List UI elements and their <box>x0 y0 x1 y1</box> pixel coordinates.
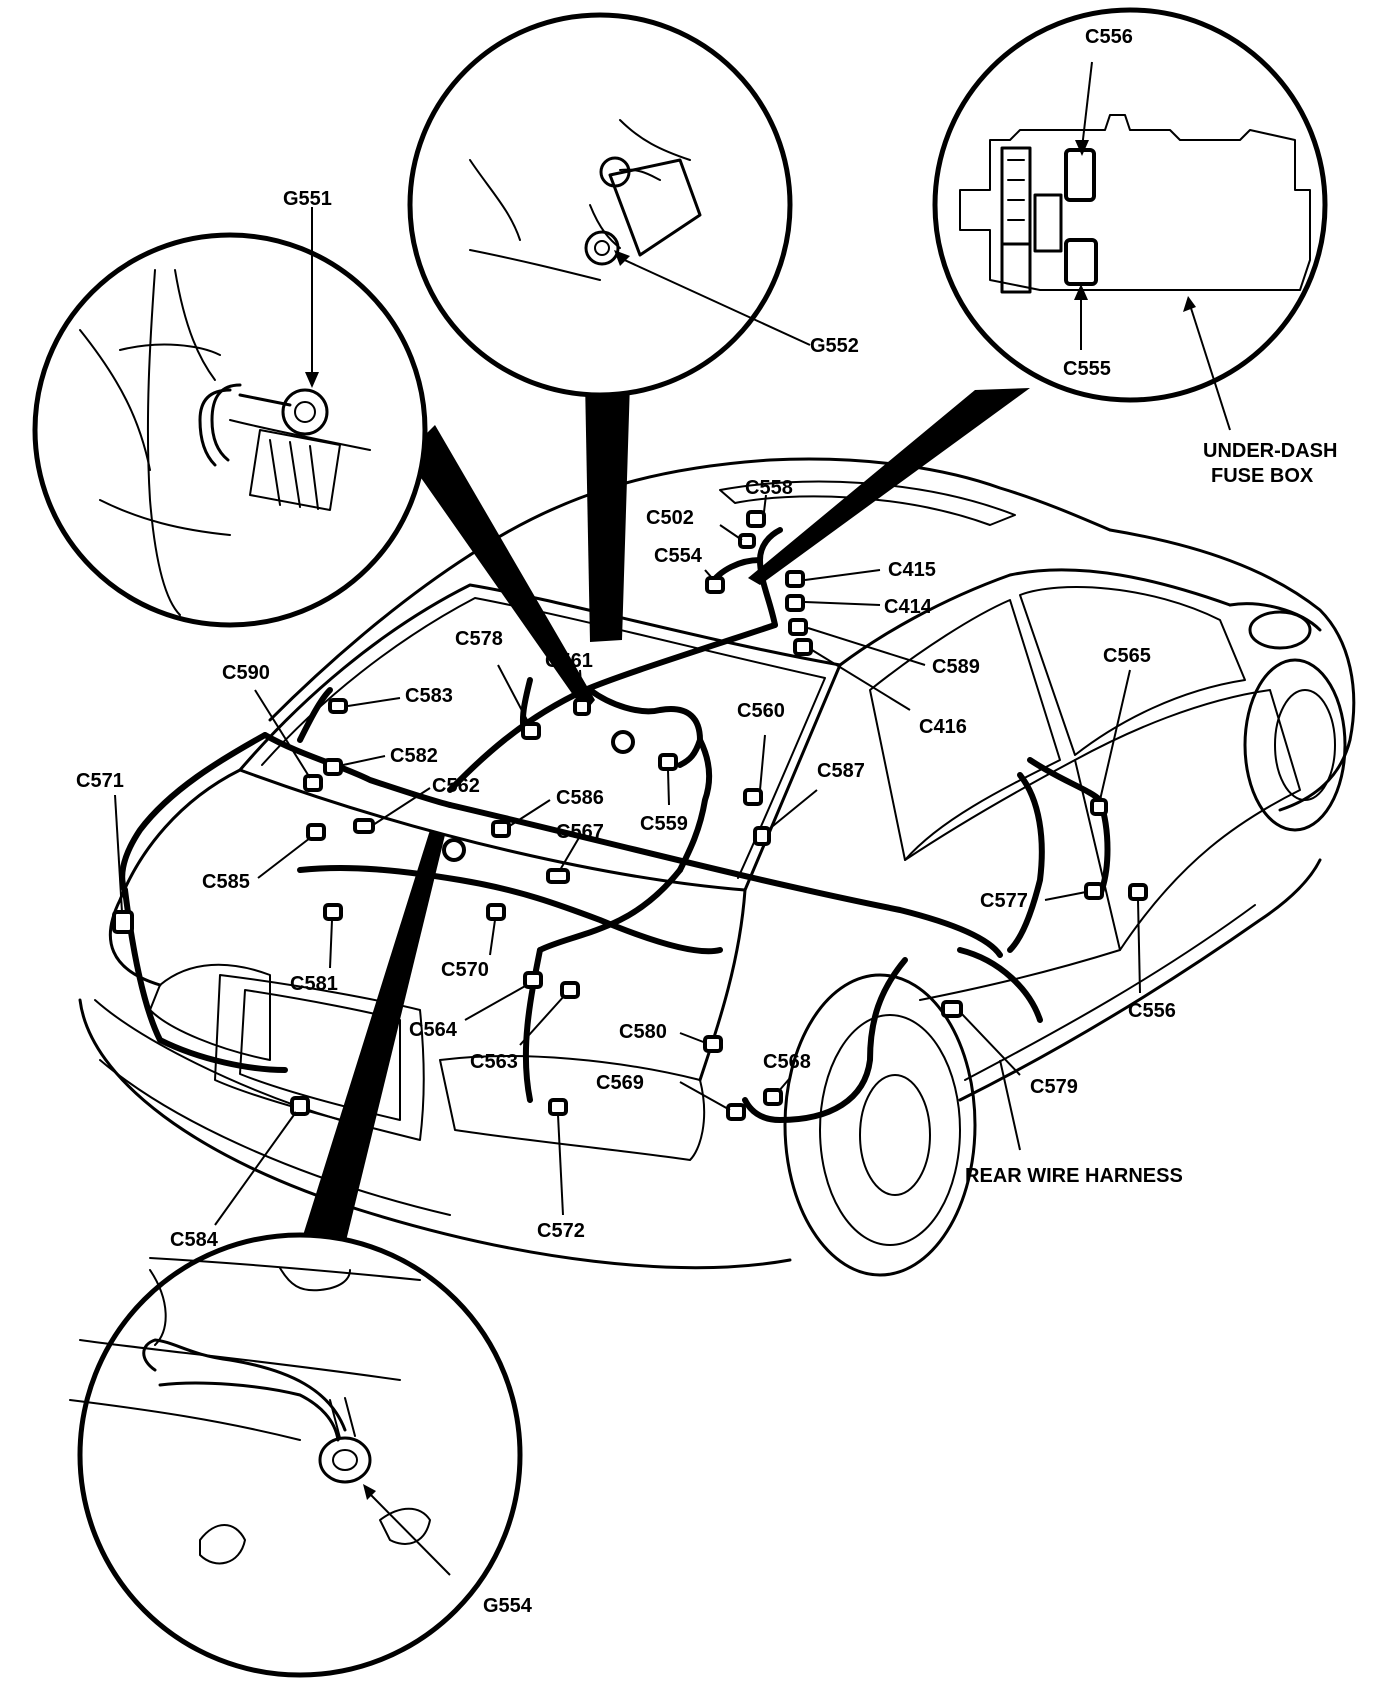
callout-wedges <box>300 380 1030 1245</box>
connectors <box>112 510 1148 1121</box>
label-c559: C559 <box>640 813 688 835</box>
connector-c586 <box>491 820 511 838</box>
wedge-g551 <box>405 425 595 712</box>
connector-c560 <box>743 788 763 806</box>
detail-fusebox <box>932 7 1328 431</box>
label-c570: C570 <box>441 959 489 981</box>
label-c577: C577 <box>980 890 1028 912</box>
detail-g551 <box>32 207 428 628</box>
label-c586: C586 <box>556 787 604 809</box>
detail-g554 <box>69 1232 523 1678</box>
label-c579: C579 <box>1030 1076 1078 1098</box>
label-c585: C585 <box>202 871 250 893</box>
label-c587: C587 <box>817 760 865 782</box>
label-c583: C583 <box>405 685 453 707</box>
label-c562: C562 <box>432 775 480 797</box>
label-c580: C580 <box>619 1021 667 1043</box>
connector-c570 <box>486 903 506 921</box>
detail-g552 <box>407 12 811 398</box>
connector-c590 <box>303 774 323 792</box>
wedge-g552 <box>585 380 630 642</box>
label-c589: C589 <box>932 656 980 678</box>
connector-c580 <box>703 1035 723 1053</box>
connector-c414 <box>785 594 805 612</box>
connector-c502 <box>738 533 756 549</box>
connector-c567 <box>546 868 570 884</box>
label-c554: C554 <box>654 545 703 567</box>
label-c560: C560 <box>737 700 785 722</box>
connector-c416 <box>793 638 813 656</box>
connector-c554 <box>705 576 725 594</box>
label-underdash-1: UNDER-DASH <box>1203 440 1337 462</box>
connector-c561 <box>573 698 591 716</box>
label-c563: C563 <box>470 1051 518 1073</box>
connector-c583 <box>328 698 348 714</box>
connector-c558 <box>746 510 766 528</box>
connector-c572 <box>548 1098 568 1116</box>
label-rear-harness: REAR WIRE HARNESS <box>965 1165 1183 1187</box>
label-c569: C569 <box>596 1072 644 1094</box>
connector-c415 <box>785 570 805 588</box>
labels: G551 G552 C556 C555 UNDER-DASH FUSE BOX … <box>76 26 1337 1617</box>
label-c558: C558 <box>745 477 793 499</box>
connector-c559 <box>658 753 678 771</box>
connector-c562 <box>353 818 375 834</box>
connector-c581 <box>323 903 343 921</box>
label-c578: C578 <box>455 628 503 650</box>
connector-c579 <box>941 1000 963 1018</box>
label-c565: C565 <box>1103 645 1151 667</box>
label-c416: C416 <box>919 716 967 738</box>
label-c556-side: C556 <box>1128 1000 1176 1022</box>
connector-c556-side <box>1128 883 1148 901</box>
label-c555: C555 <box>1063 358 1111 380</box>
connector-c571 <box>112 910 134 934</box>
connector-c577 <box>1084 882 1104 900</box>
label-underdash-2: FUSE BOX <box>1211 465 1314 487</box>
label-c561: C561 <box>545 650 593 672</box>
label-g552: G552 <box>810 335 859 357</box>
label-c567: C567 <box>556 821 604 843</box>
label-g551: G551 <box>283 188 332 210</box>
label-c582: C582 <box>390 745 438 767</box>
label-c590: C590 <box>222 662 270 684</box>
connector-c585 <box>306 823 326 841</box>
label-c581: C581 <box>290 973 338 995</box>
rear-wire-harness <box>119 527 1111 1123</box>
label-c572: C572 <box>537 1220 585 1242</box>
connector-c589 <box>788 618 808 636</box>
ground-g551-point <box>611 730 635 754</box>
label-c564: C564 <box>409 1019 458 1041</box>
connector-c584 <box>290 1096 310 1116</box>
label-c414: C414 <box>884 596 933 618</box>
ground-g554-point <box>442 838 466 862</box>
connector-c564 <box>523 971 543 989</box>
connector-c563 <box>560 981 580 999</box>
leader-lines <box>114 494 1141 1226</box>
car-body <box>78 457 1356 1277</box>
connector-c578 <box>521 722 541 740</box>
label-c502: C502 <box>646 507 694 529</box>
label-c415: C415 <box>888 559 936 581</box>
connector-c565 <box>1090 798 1108 816</box>
wedge-fusebox <box>748 388 1030 585</box>
connector-c569 <box>726 1103 746 1121</box>
connector-c587 <box>753 826 771 846</box>
label-g554: G554 <box>483 1595 533 1617</box>
label-c584: C584 <box>170 1229 219 1251</box>
wedge-g554 <box>300 830 445 1245</box>
label-c556-top: C556 <box>1085 26 1133 48</box>
connector-c582 <box>323 758 343 776</box>
connector-c568 <box>763 1088 783 1106</box>
label-c568: C568 <box>763 1051 811 1073</box>
label-c571: C571 <box>76 770 124 792</box>
